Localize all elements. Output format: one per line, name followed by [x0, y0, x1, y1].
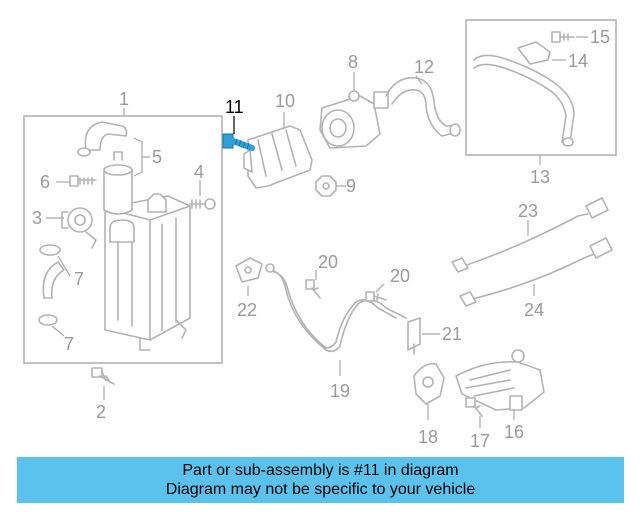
- bolt-20b: [365, 291, 387, 302]
- sensor-23: [451, 197, 609, 273]
- callout-8: 8: [348, 52, 358, 72]
- bracket-22: [235, 257, 263, 283]
- bolt-20a: [305, 279, 321, 299]
- pipe-12: [385, 77, 461, 137]
- bracket-10: [243, 125, 313, 189]
- callout-4: 4: [194, 162, 204, 182]
- callout-9: 9: [346, 176, 356, 196]
- bolt-2: [91, 367, 115, 385]
- callout-3: 3: [32, 208, 42, 228]
- callout-5: 5: [152, 147, 162, 167]
- bolt-15: [551, 31, 575, 43]
- callout-22: 22: [237, 300, 257, 320]
- hose-upper: [77, 121, 128, 157]
- banner-line-2: Diagram may not be specific to your vehi…: [165, 481, 476, 498]
- callout-14: 14: [568, 51, 588, 71]
- gasket-18: [413, 362, 445, 405]
- callout-1: 1: [119, 89, 129, 109]
- bracket-21: [407, 317, 421, 355]
- hose-14: [473, 41, 575, 147]
- callout-23: 23: [518, 201, 538, 221]
- hose-lower: [42, 261, 65, 299]
- hose-group-frame: [465, 19, 617, 156]
- callout-15: 15: [590, 27, 610, 47]
- callout-20b: 20: [390, 266, 410, 286]
- callout-13: 13: [530, 167, 550, 187]
- callout-11: 11: [225, 97, 244, 117]
- clamp-7b: [38, 314, 58, 326]
- callout-7a: 7: [74, 269, 84, 289]
- pump-8: [319, 90, 389, 149]
- clamp-7a: [39, 244, 61, 256]
- charcoal-canister: [104, 193, 191, 351]
- parts-diagram: 1 5 6 3 4 7: [23, 19, 617, 451]
- banner-line-1: Part or sub-assembly is #11 in diagram: [182, 462, 459, 479]
- callout-16: 16: [504, 422, 524, 442]
- bolt-11-highlighted[interactable]: [222, 133, 255, 151]
- solenoid-3: [61, 207, 97, 249]
- callout-6: 6: [40, 172, 50, 192]
- bracket-4: [189, 198, 216, 210]
- purge-valve: [103, 151, 133, 215]
- callout-20a: 20: [318, 252, 338, 272]
- nut-9: [315, 175, 337, 197]
- callout-19: 19: [330, 381, 350, 401]
- callout-18: 18: [418, 427, 438, 447]
- callout-10: 10: [275, 91, 295, 111]
- bolt-17: [465, 397, 483, 417]
- canister-group-frame: [23, 115, 223, 364]
- pipe-19: [265, 263, 407, 353]
- callout-17: 17: [470, 431, 490, 451]
- callout-21: 21: [442, 324, 462, 344]
- callout-24: 24: [524, 300, 544, 320]
- callout-7b: 7: [64, 334, 74, 354]
- bolt-6: [69, 175, 97, 187]
- housing-16: [455, 349, 545, 411]
- callout-2: 2: [96, 402, 106, 422]
- callout-12: 12: [414, 57, 434, 77]
- sensor-24: [459, 237, 613, 307]
- info-banner: Part or sub-assembly is #11 in diagram D…: [17, 457, 624, 503]
